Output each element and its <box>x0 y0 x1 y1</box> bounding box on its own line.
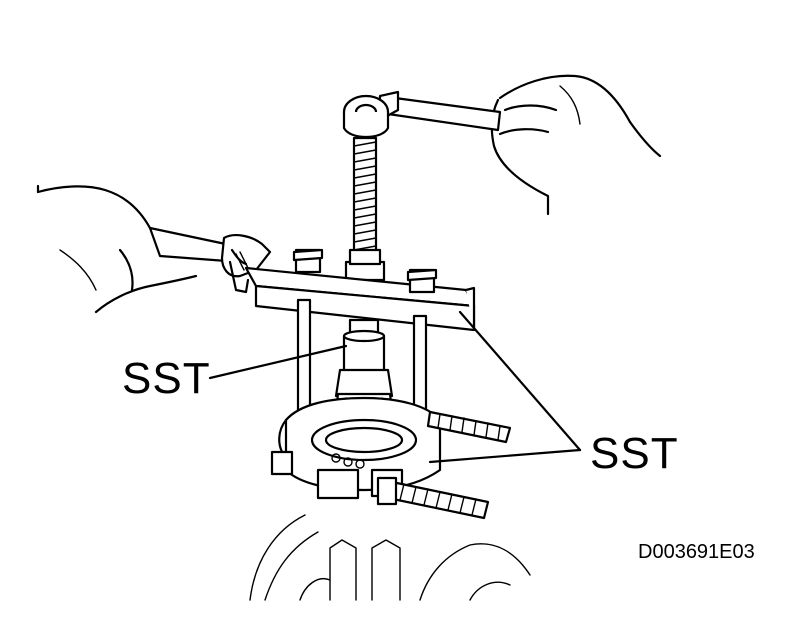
bearing-puller-icon <box>270 396 442 500</box>
splitter-bolts <box>376 410 512 520</box>
sst-label-right: SST <box>590 429 679 478</box>
ring-spanner-icon <box>342 90 502 139</box>
sst-label-left: SST <box>122 354 211 403</box>
figure-code: D003691E03 <box>638 541 755 563</box>
forcing-screw <box>344 136 386 282</box>
leader-lines <box>208 310 582 464</box>
housing-outline <box>249 514 531 601</box>
right-hand-icon <box>490 74 662 216</box>
